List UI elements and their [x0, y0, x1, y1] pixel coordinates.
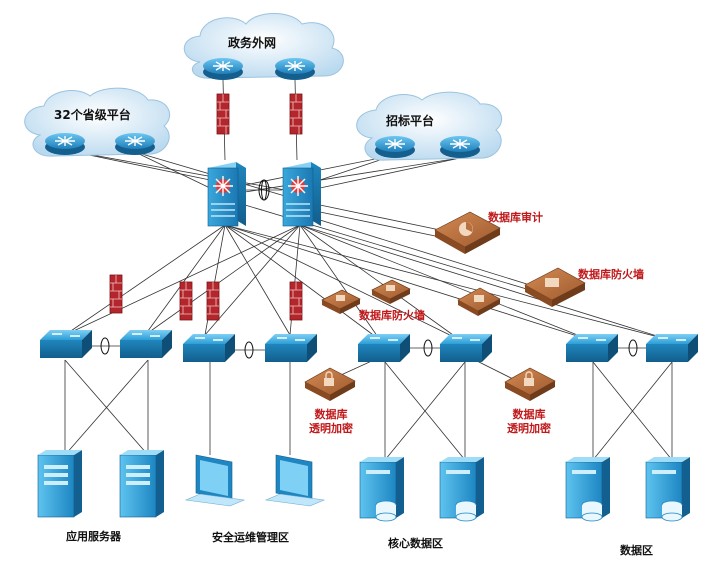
router-icon: [115, 133, 155, 155]
db-audit-appliance-icon: [434, 211, 501, 254]
label-db-encryption-right: 数据库 透明加密: [500, 408, 558, 436]
access-switch-icon: [358, 334, 410, 362]
zone-label-core-data: 核心数据区: [388, 537, 443, 550]
label-db-encryption-left-line1: 数据库: [314, 408, 348, 421]
db-firewall-appliance-icon: [524, 267, 586, 307]
db-firewall-appliance-icon: [321, 289, 361, 314]
core-switch-icon: [207, 162, 246, 227]
terminal-icon: [264, 454, 326, 507]
firewall-icon: [179, 281, 193, 321]
cloud-label-bidding: 招标平台: [386, 114, 435, 128]
access-switch-icon: [40, 330, 92, 358]
label-db-audit: 数据库审计: [488, 211, 543, 224]
db-firewall-appliance-icon: [457, 287, 501, 316]
access-switch-icon: [265, 334, 317, 362]
router-icon: [440, 136, 480, 158]
core-switch-icon: [282, 162, 321, 227]
server-icon: [119, 450, 164, 518]
router-icon: [275, 58, 315, 80]
firewall-icon: [109, 274, 123, 314]
label-db-encryption-left: 数据库 透明加密: [302, 408, 360, 436]
router-icon: [45, 133, 85, 155]
router-icon: [375, 136, 415, 158]
label-db-encryption-right-line1: 数据库: [512, 408, 546, 421]
access-switch-icon: [183, 334, 235, 362]
database-server-icon: [645, 457, 690, 522]
cloud-label-provincial: 32个省级平台: [54, 108, 131, 122]
server-icon: [37, 450, 82, 518]
router-icon: [203, 58, 243, 80]
db-encryption-appliance-icon: [504, 367, 556, 401]
db-firewall-appliance-icon: [371, 279, 411, 304]
zone-label-data: 数据区: [620, 544, 653, 557]
firewall-icon: [289, 281, 303, 321]
database-server-icon: [439, 457, 484, 522]
database-server-icon: [565, 457, 610, 522]
label-db-encryption-right-line2: 透明加密: [507, 421, 551, 435]
firewall-icon: [216, 93, 230, 135]
zone-label-app-servers: 应用服务器: [66, 530, 121, 543]
label-db-firewall-right: 数据库防火墙: [578, 268, 644, 281]
cloud-label-gov-network: 政务外网: [228, 36, 277, 50]
link-aggregation-markers: [100, 179, 638, 359]
firewall-icon: [289, 93, 303, 135]
firewall-icon: [206, 281, 220, 321]
terminal-icon: [184, 454, 246, 507]
access-switch-icon: [646, 334, 698, 362]
access-switch-icon: [566, 334, 618, 362]
db-encryption-appliance-icon: [304, 367, 356, 401]
label-db-firewall-center: 数据库防火墙: [359, 309, 425, 322]
access-switch-icon: [120, 330, 172, 358]
zone-label-ops: 安全运维管理区: [212, 531, 289, 544]
database-server-icon: [359, 457, 404, 522]
access-switch-icon: [440, 334, 492, 362]
label-db-encryption-left-line2: 透明加密: [309, 421, 353, 435]
